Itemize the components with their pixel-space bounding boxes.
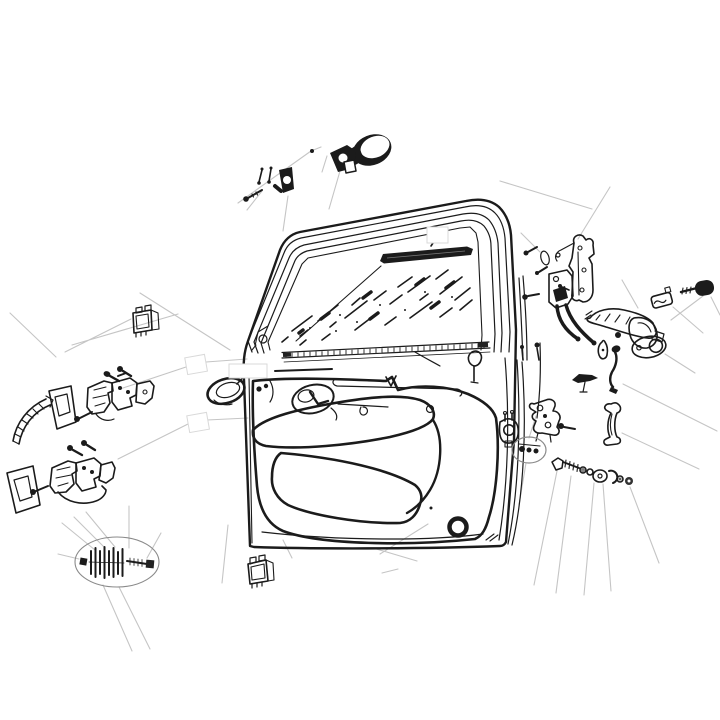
interior-handle-cup [291, 383, 338, 421]
check-spring [12, 395, 54, 445]
door-glass [267, 226, 483, 351]
lock-knob-rod [609, 345, 621, 394]
window-run-strip [380, 239, 473, 264]
washer-stack [74, 536, 160, 588]
panel-grommet [447, 516, 469, 538]
clip-block-lower [247, 554, 275, 589]
fastener-row [551, 457, 633, 485]
mirror-gasket [273, 167, 294, 193]
lock-cylinder [650, 286, 674, 309]
blank-labels [184, 226, 449, 434]
latch-assembly [522, 234, 595, 309]
clip-blocks [132, 304, 275, 589]
lower-hinge [30, 440, 116, 504]
blank-label-box [186, 411, 210, 434]
jamb-bracket [498, 409, 520, 448]
blank-label-box [184, 353, 208, 376]
regulator-rods [332, 350, 483, 416]
striker [528, 398, 576, 443]
door-shell [242, 198, 528, 550]
clip-block-upper [132, 304, 160, 338]
hinge-shims [6, 385, 77, 514]
mirror-screws [243, 166, 273, 202]
door-key [679, 279, 715, 296]
upper-hinge [74, 366, 155, 422]
latch-rods [520, 303, 597, 419]
glass-speckles [309, 291, 453, 332]
inner-trim-panel [251, 375, 500, 545]
detail-circle [511, 436, 547, 464]
escutcheon-plate [631, 335, 667, 359]
belt-weatherstrip [281, 341, 491, 367]
side-mirror [310, 134, 392, 174]
exterior-handle [584, 308, 665, 349]
leader-lines [9, 146, 720, 652]
blank-patch [228, 363, 268, 379]
pull-handle [603, 402, 622, 446]
window-stop [572, 374, 598, 393]
kidney-clip [597, 339, 609, 360]
blank-label-box [426, 226, 449, 244]
